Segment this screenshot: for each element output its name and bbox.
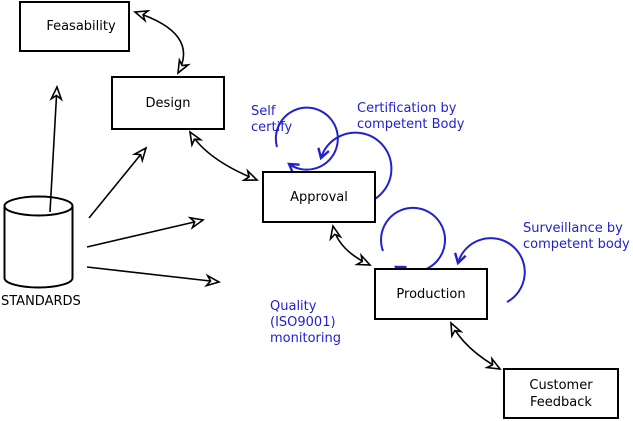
- annotation-surveillance: Surveillance by competent body: [523, 221, 630, 253]
- node-approval: Approval: [262, 171, 376, 223]
- surveillance-loop: [453, 237, 526, 303]
- annotation-surveillance-line1: Surveillance by: [523, 221, 623, 236]
- arrow-design-approval: [188, 130, 259, 182]
- node-feasability-label: Feasability: [46, 19, 116, 34]
- standards-cylinder-shape: [3, 195, 74, 289]
- arrow-standards-to-design: [88, 146, 148, 219]
- arrow-standards-to-production: [86, 266, 222, 288]
- annotation-quality-monitoring: Quality (ISO9001) monitoring: [270, 299, 341, 347]
- certification-loop: [317, 131, 393, 205]
- arrow-production-customer: [450, 321, 502, 371]
- annotation-certification-line2: competent Body: [357, 117, 465, 132]
- node-customer-feedback-label-line1: Customer: [529, 377, 593, 393]
- node-customer-feedback-label-line2: Feedback: [530, 394, 592, 410]
- annotation-surveillance-line2: competent body: [523, 237, 630, 252]
- standards-label: STANDARDS: [1, 294, 81, 309]
- quality-monitoring-loop: [380, 206, 446, 277]
- arrow-approval-production: [329, 223, 372, 266]
- annotation-certification: Certification by competent Body: [357, 101, 464, 133]
- node-production: Production: [374, 268, 488, 320]
- arrow-feasability-design: [133, 9, 191, 75]
- arrow-standards-to-feasability: [49, 84, 63, 213]
- annotation-self-certify: Self certify: [251, 104, 292, 136]
- node-design: Design: [111, 76, 225, 130]
- node-design-label: Design: [145, 95, 191, 111]
- annotation-self-certify-line1: Self: [251, 104, 276, 119]
- node-approval-label: Approval: [290, 189, 348, 205]
- node-production-label: Production: [396, 286, 466, 302]
- annotation-quality-line2: (ISO9001): [270, 315, 336, 330]
- self-certify-loop: [274, 106, 339, 175]
- annotation-self-certify-line2: certify: [251, 120, 293, 135]
- node-feasability: Feasability: [19, 1, 130, 52]
- annotation-quality-line1: Quality: [270, 299, 317, 314]
- annotation-quality-line3: monitoring: [270, 331, 341, 346]
- node-customer-feedback: Customer Feedback: [503, 368, 619, 419]
- annotation-certification-line1: Certification by: [357, 101, 457, 116]
- arrow-standards-to-approval: [86, 216, 206, 248]
